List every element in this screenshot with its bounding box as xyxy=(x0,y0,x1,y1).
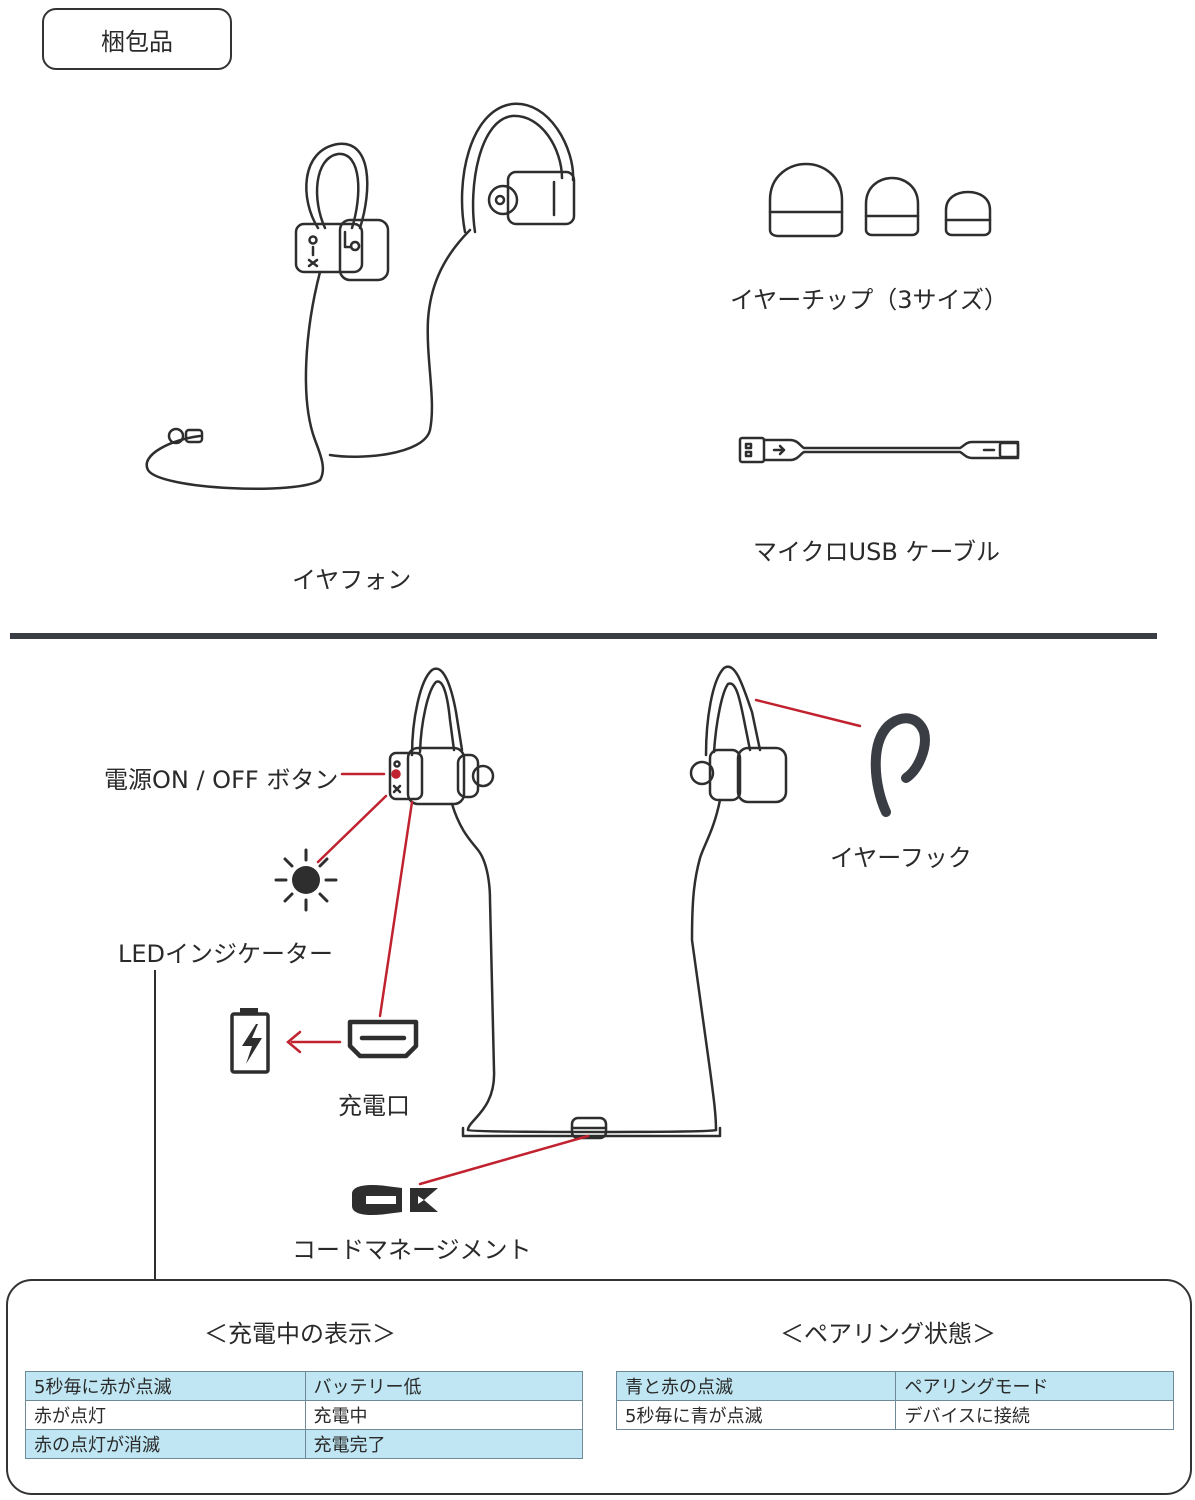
earphone-illustration xyxy=(145,102,576,490)
table-row: 赤が点灯 充電中 xyxy=(25,1400,584,1430)
power-button-label: 電源ON / OFF ボタン xyxy=(104,766,339,794)
section-title-box: 梱包品 xyxy=(42,8,232,70)
status-cell: 赤が点灯 xyxy=(25,1400,306,1430)
section-title: 梱包品 xyxy=(101,27,173,56)
right-earbud xyxy=(689,665,788,1132)
pairing-status-table: 青と赤の点滅 ペアリングモード 5秒毎に青が点滅 デバイスに接続 xyxy=(615,1371,1174,1430)
meaning-cell: 充電中 xyxy=(304,1400,584,1430)
cord-management-label: コードマネージメント xyxy=(292,1236,532,1264)
pairing-status-title: ＜ペアリング状態＞ xyxy=(780,1320,996,1348)
ear-hook-shape xyxy=(870,713,930,817)
table-row: 5秒毎に赤が点滅 バッテリー低 xyxy=(25,1371,584,1401)
left-earbud xyxy=(388,667,496,1132)
battery-icon xyxy=(230,1008,270,1074)
charging-status-table: 5秒毎に赤が点滅 バッテリー低 赤が点灯 充電中 赤の点灯が消滅 充電完了 xyxy=(25,1371,584,1459)
ear-hook-label: イヤーフック xyxy=(830,844,972,872)
table-row: 青と赤の点滅 ペアリングモード xyxy=(615,1371,1174,1401)
cord-bottom xyxy=(466,1128,718,1134)
usb-cable-label: マイクロUSB ケーブル xyxy=(753,538,1000,566)
led-indicator-label: LEDインジケーター xyxy=(118,940,334,968)
charge-port-icon xyxy=(347,1019,419,1059)
charge-port-label: 充電口 xyxy=(338,1092,410,1120)
meaning-cell: ペアリングモード xyxy=(895,1371,1174,1401)
section-divider xyxy=(10,633,1157,639)
meaning-cell: デバイスに接続 xyxy=(895,1400,1174,1430)
status-cell: 青と赤の点滅 xyxy=(615,1371,897,1401)
led-sun-icon xyxy=(274,848,338,912)
charging-status-title: ＜充電中の表示＞ xyxy=(204,1320,396,1348)
meaning-cell: バッテリー低 xyxy=(304,1371,584,1401)
package-illustrations xyxy=(145,102,1020,490)
cord-clip-icon xyxy=(352,1184,438,1216)
earphone-label: イヤフォン xyxy=(292,566,412,594)
status-cell: 5秒毎に青が点滅 xyxy=(615,1400,897,1430)
status-cell: 赤の点灯が消滅 xyxy=(25,1429,306,1459)
table-row: 5秒毎に青が点滅 デバイスに接続 xyxy=(615,1400,1174,1430)
status-cell: 5秒毎に赤が点滅 xyxy=(25,1371,306,1401)
table-row: 赤の点灯が消滅 充電完了 xyxy=(25,1429,584,1459)
usb-cable-illustration xyxy=(738,436,1020,464)
meaning-cell: 充電完了 xyxy=(304,1429,584,1459)
eartips-label: イヤーチップ（3サイズ） xyxy=(730,286,1008,314)
eartips-illustration xyxy=(768,162,992,238)
